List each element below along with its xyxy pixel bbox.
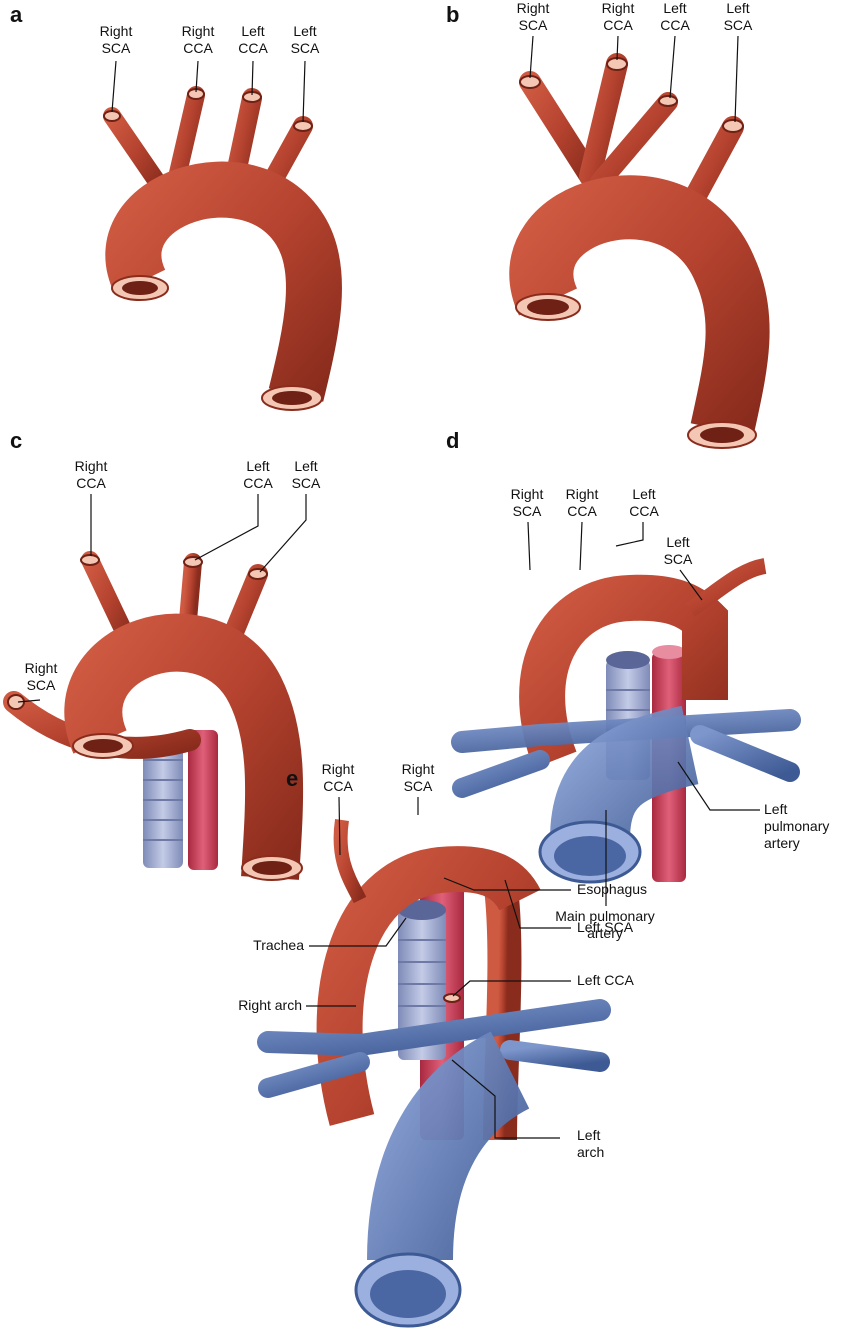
label-e-esophagus: Esophagus <box>577 881 647 898</box>
panel-c-aorta <box>8 555 302 880</box>
panel-a-aorta <box>104 89 322 410</box>
panel-letter-d: d <box>446 428 459 454</box>
panel-letter-e: e <box>286 766 298 792</box>
label-e-trachea: Trachea <box>240 937 304 954</box>
panel-letter-b: b <box>446 2 459 28</box>
panel-e-vessels <box>268 812 600 1326</box>
panel-letter-a: a <box>10 2 22 28</box>
label-e-left-cca: Left CCA <box>577 972 634 989</box>
panel-d-vessels <box>462 520 790 882</box>
panel-b-aorta <box>516 58 756 448</box>
panel-letter-c: c <box>10 428 22 454</box>
label-e-left-sca: Left SCA <box>577 919 633 936</box>
label-e-right-arch: Right arch <box>210 997 302 1014</box>
